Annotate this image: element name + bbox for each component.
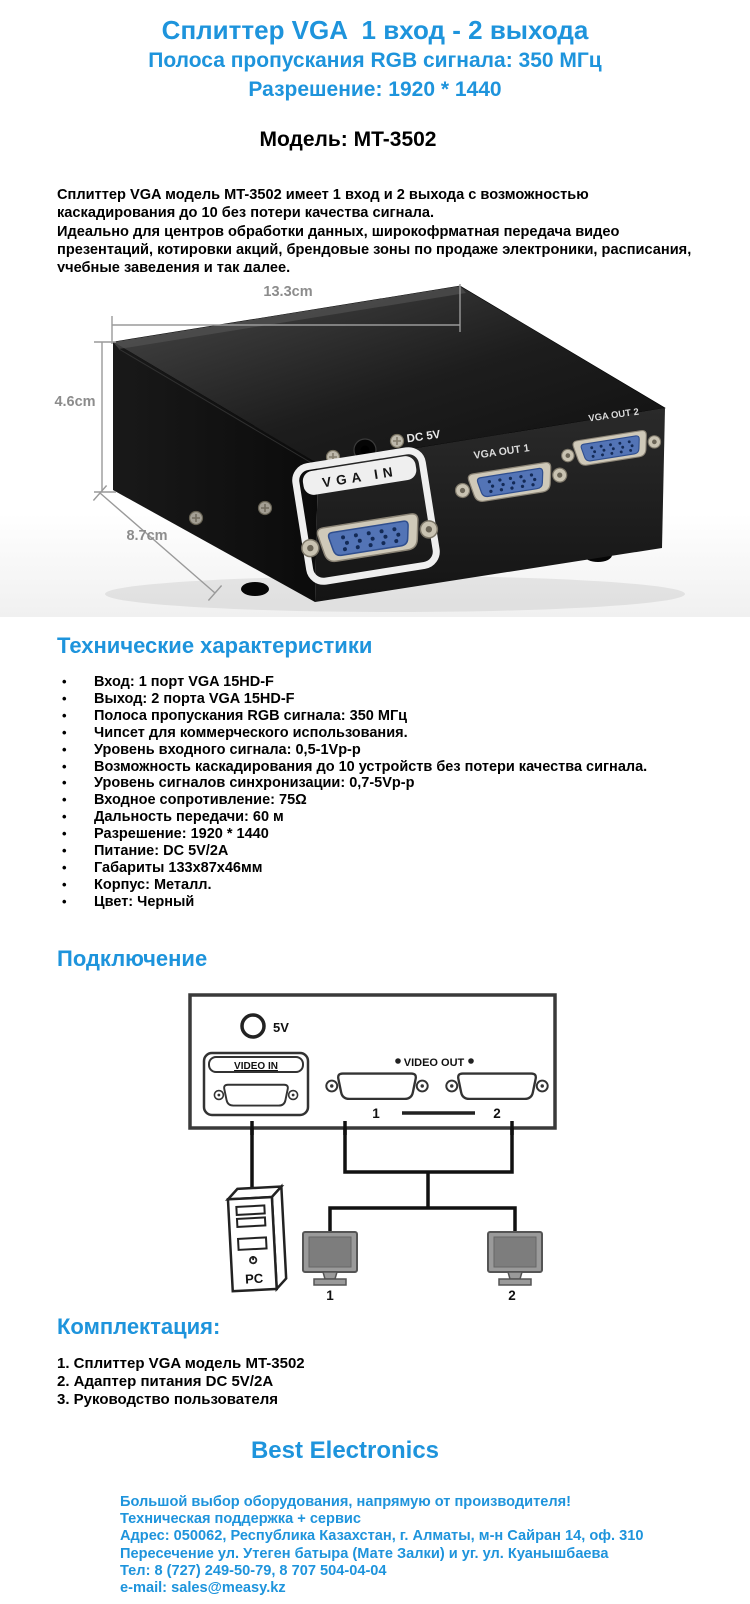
diagram-video-in: VIDEO IN [202,1051,310,1117]
spec-item: Уровень сигналов синхронизации: 0,7-5Vp-… [62,775,647,792]
pc-label: PC [245,1271,264,1287]
contact-line: Адрес: 050062, Республика Казахстан, г. … [120,1528,644,1545]
dim-depth-label: 8.7cm [126,528,167,544]
package-list: 1. Сплиттер VGA модель MT-3502 2. Адапте… [57,1355,305,1408]
monitor-1 [302,1231,358,1286]
contact-line: Тел: 8 (727) 249-50-79, 8 707 504-04-04 [120,1562,387,1579]
video-in-port [213,1083,299,1107]
subtitle-resolution: Разрешение: 1920 * 1440 [248,78,502,101]
spec-item: Выход: 2 порта VGA 15HD-F [62,691,647,708]
splitter-box: DC 5V VGA IN VGA OUT 1 VGA OUT 2 [112,285,666,602]
monitor-1-number: 1 [326,1288,334,1303]
spec-item: Вход: 1 порт VGA 15HD-F [62,674,647,691]
spec-item: Полоса пропускания RGB сигнала: 350 МГц [62,708,647,725]
title-block: Сплиттер VGA 1 вход - 2 выхода Полоса пр… [0,14,750,104]
contact-line: Техническая поддержка + сервис [120,1511,362,1528]
spec-item: Разрешение: 1920 * 1440 [62,826,647,843]
description-paragraph-1: Сплиттер VGA модель MT-3502 имеет 1 вход… [57,187,589,222]
connection-heading: Подключение [57,946,208,971]
contact-line: Пересечение ул. Утеген батыра (Мате Залк… [120,1545,609,1562]
spec-item: Чипсет для коммерческого использования. [62,725,647,742]
vga-in-plate: VGA IN [292,447,441,585]
connection-diagram: 5V VIDEO IN VIDEO OUT 1 2 [188,993,557,1303]
contact-line: Большой выбор оборудования, напрямую от … [120,1494,572,1510]
diagram-wires [250,1121,517,1232]
spec-item: Цвет: Черный [62,894,647,911]
page-title: Сплиттер VGA 1 вход - 2 выхода [161,15,589,45]
pc-tower: PC [224,1183,288,1293]
monitor-2 [487,1231,543,1286]
box-left-face [113,342,318,602]
video-out-1-port [325,1072,429,1101]
package-item: 1. Сплиттер VGA модель MT-3502 [57,1355,305,1372]
diagram-video-out: VIDEO OUT 1 2 [325,1057,549,1121]
out-2-number: 2 [493,1106,501,1121]
video-out-label: VIDEO OUT [404,1057,465,1069]
package-item: 2. Адаптер питания DC 5V/2A [57,1372,274,1390]
dim-height-label: 4.6cm [54,394,95,410]
spec-item: Уровень входного сигнала: 0,5-1Vp-p [62,742,647,759]
package-item: 3. Руководство пользователя [57,1390,279,1408]
description: Сплиттер VGA модель MT-3502 имеет 1 вход… [57,186,709,277]
out-1-number: 1 [372,1106,380,1121]
box-lid-seam [113,286,466,349]
spec-item: Возможность каскадирования до 10 устройс… [62,759,647,776]
product-photo: DC 5V VGA IN VGA OUT 1 VGA OUT 2 [0,272,750,617]
diagram-power: 5V [240,1013,289,1039]
dimension-annotations [92,284,461,601]
spec-item: Питание: DC 5V/2A [62,843,647,860]
video-in-label: VIDEO IN [234,1061,278,1072]
contact-block: Большой выбор оборудования, напрямую от … [120,1494,740,1597]
model-title: Модель: MT-3502 [259,128,437,151]
package-heading: Комплектация: [57,1314,221,1339]
video-out-2-port [445,1072,549,1101]
spec-item: Габариты 133x87x46мм [62,860,647,877]
spec-item: Входное сопротивление: 75Ω [62,792,647,809]
description-paragraph-2: Идеально для центров обработки данных, ш… [57,223,692,277]
diagram-5v-label: 5V [273,1020,289,1035]
dc-5v-label: DC 5V [406,429,442,446]
monitor-2-number: 2 [508,1288,516,1303]
specs-heading: Технические характеристики [57,633,373,658]
spec-item: Дальность передачи: 60 м [62,809,647,826]
specs-list: Вход: 1 порт VGA 15HD-F Выход: 2 порта V… [62,674,647,911]
subtitle-bandwidth: Полоса пропускания RGB сигнала: 350 МГц [148,49,602,72]
brand-name: Best Electronics [250,1437,440,1464]
dim-width-label: 13.3cm [263,284,312,300]
spec-item: Корпус: Металл. [62,877,647,894]
contact-line: e-mail: sales@measy.kz [120,1580,286,1597]
